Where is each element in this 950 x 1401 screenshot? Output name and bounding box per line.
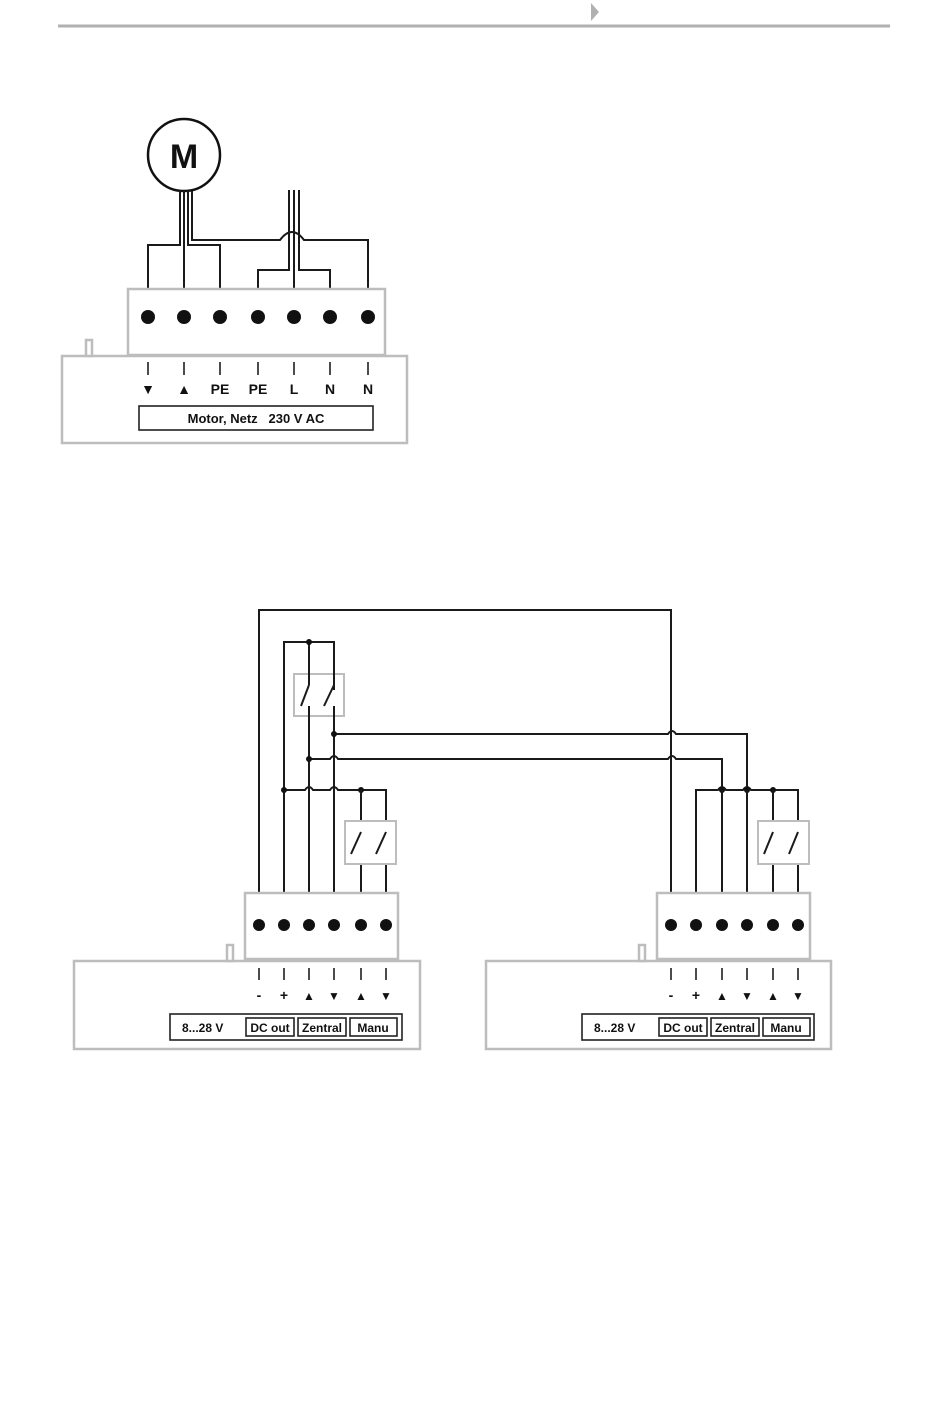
motor-diagram: M [62, 119, 407, 443]
housing-clip [227, 945, 233, 961]
terminal-label: ▲ [177, 381, 191, 397]
terminal-screw [141, 310, 155, 324]
terminal-screw [380, 919, 392, 931]
terminal-label: PE [211, 381, 230, 397]
terminal-label: + [692, 987, 700, 1003]
terminal-label: ▲ [355, 989, 367, 1003]
voltage-label: 8...28 V [594, 1021, 635, 1035]
terminal-label: + [280, 987, 288, 1003]
terminal-label: ▲ [767, 989, 779, 1003]
terminal-label: N [325, 381, 335, 397]
terminal-label: ▼ [328, 989, 340, 1003]
zentral-label: Zentral [715, 1021, 755, 1035]
terminal-label: - [257, 987, 262, 1003]
left-control-unit: - + ▲ ▼ ▲ ▼ 8...28 V DC out Zentral Manu [74, 893, 420, 1049]
terminal-screw [361, 310, 375, 324]
left-terminal-block [245, 893, 398, 959]
terminal-screw [287, 310, 301, 324]
voltage-label: 8...28 V [182, 1021, 223, 1035]
terminal-screw [213, 310, 227, 324]
motor-label: M [170, 138, 198, 176]
terminal-label: ▲ [303, 989, 315, 1003]
terminal-screw [716, 919, 728, 931]
terminal-screw [665, 919, 677, 931]
terminal-screw [792, 919, 804, 931]
manu-label: Manu [357, 1021, 388, 1035]
housing-clip [86, 340, 92, 356]
terminal-label: N [363, 381, 373, 397]
terminal-screw [303, 919, 315, 931]
terminal-screw [690, 919, 702, 931]
terminal-screw [767, 919, 779, 931]
switch-housing-right [758, 821, 809, 864]
zentral-label: Zentral [302, 1021, 342, 1035]
terminal-label: ▼ [380, 989, 392, 1003]
terminal-label: ▼ [141, 381, 155, 397]
switch-housing-left-lower [345, 821, 396, 864]
terminal-screw [251, 310, 265, 324]
dc-out-label: DC out [250, 1021, 289, 1035]
terminal-screw [278, 919, 290, 931]
terminal-screw [323, 310, 337, 324]
terminal-label: ▼ [792, 989, 804, 1003]
housing-clip [639, 945, 645, 961]
motor-caption: Motor, Netz 230 V AC [188, 411, 325, 426]
control-diagram: - + ▲ ▼ ▲ ▼ 8...28 V DC out Zentral Manu [74, 610, 831, 1049]
terminal-screw [177, 310, 191, 324]
terminal-label: ▼ [741, 989, 753, 1003]
dc-out-label: DC out [663, 1021, 702, 1035]
terminal-screw [355, 919, 367, 931]
terminal-screw [328, 919, 340, 931]
switch-housing-left-upper [294, 674, 344, 716]
terminal-screw [741, 919, 753, 931]
terminal-screw [253, 919, 265, 931]
manu-label: Manu [770, 1021, 801, 1035]
triangle-right-icon [591, 3, 599, 21]
terminal-label: PE [249, 381, 268, 397]
terminal-label: - [669, 987, 674, 1003]
terminal-label: ▲ [716, 989, 728, 1003]
right-terminal-block [657, 893, 810, 959]
terminal-label: L [290, 381, 299, 397]
right-control-unit: - + ▲ ▼ ▲ ▼ 8...28 V DC out Zentral Manu [486, 893, 831, 1049]
